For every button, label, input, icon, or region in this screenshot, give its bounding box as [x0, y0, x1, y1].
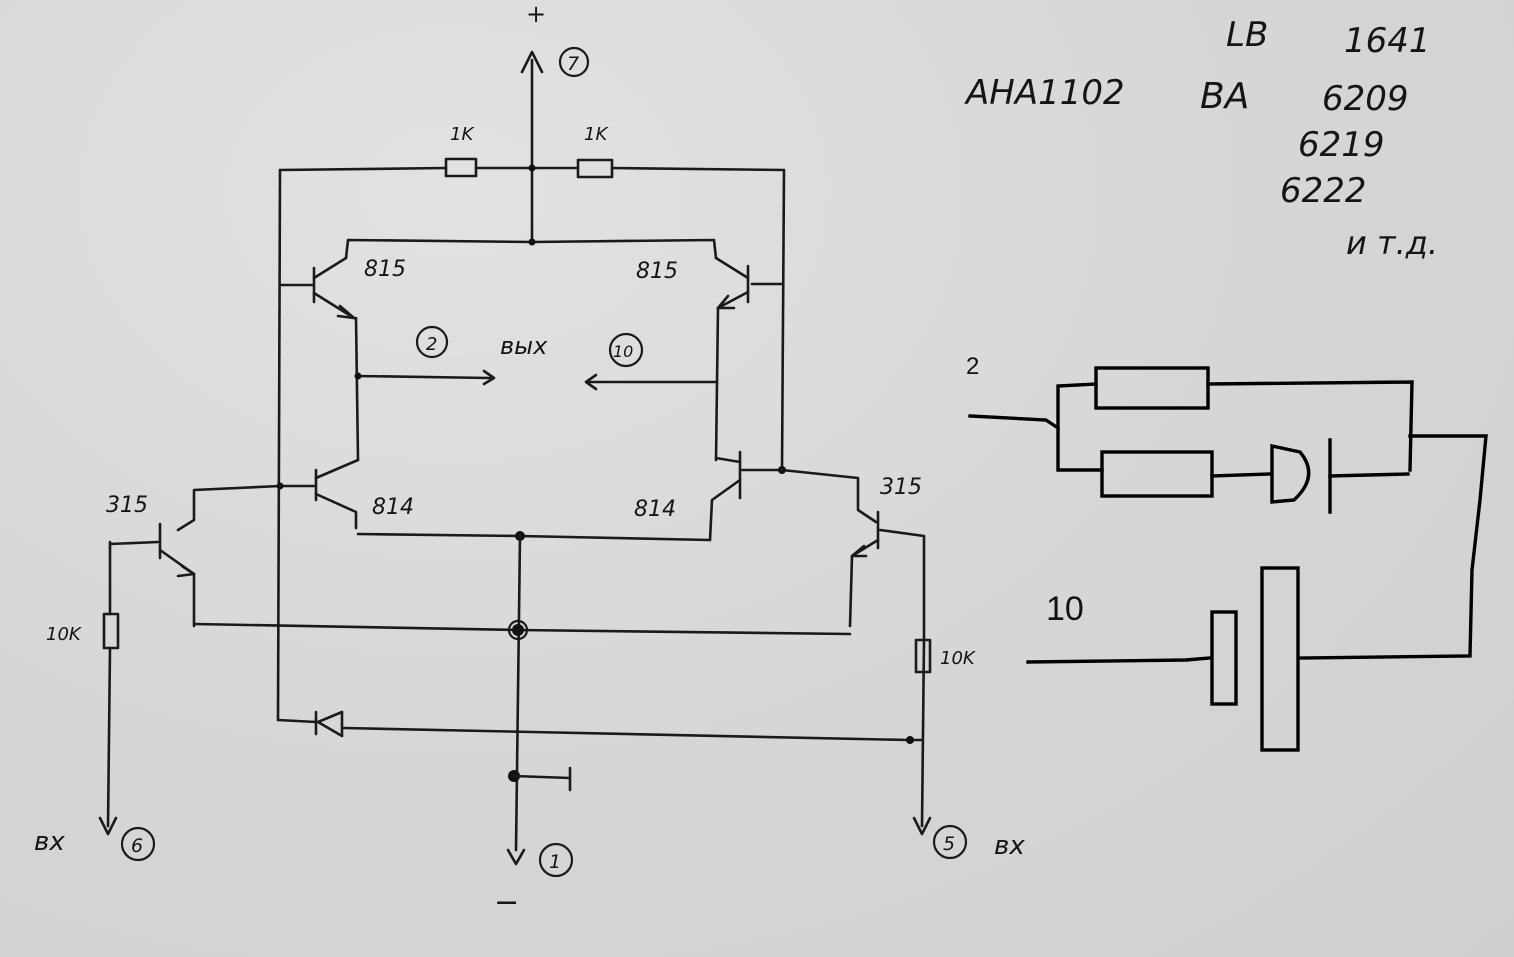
resistor-10k-right-label: 10K — [940, 648, 976, 669]
ground-arrow-icon — [506, 848, 526, 866]
junction-ring — [507, 619, 529, 641]
overlay-capacitor-large-plate — [1260, 566, 1300, 752]
pin-10-circle — [608, 332, 644, 368]
note-line2-b: ВА — [1200, 76, 1249, 117]
left-rail-wire — [276, 168, 282, 722]
top-rail-wire — [278, 166, 786, 172]
overlay-lead-10 — [1026, 656, 1212, 664]
note-line1-b: LB — [1226, 15, 1268, 55]
overlay-resistor-lower — [1100, 450, 1214, 498]
right-rail-wire — [780, 168, 786, 472]
transistor-315-right — [780, 468, 926, 642]
note-line5: и т.д. — [1346, 224, 1438, 262]
pin-2-circle — [415, 325, 449, 359]
overlay-lead-2 — [968, 382, 1098, 432]
output-label: вых — [500, 332, 548, 360]
transistor-814-lower-right — [708, 450, 784, 542]
output-left-arrow-icon — [482, 369, 496, 386]
input-right-label: вх — [994, 831, 1025, 861]
transistor-815-upper-left — [278, 256, 356, 320]
output-right-wire — [586, 306, 720, 462]
junction-dot — [354, 372, 362, 380]
transistor-315-left-label: 315 — [106, 493, 148, 518]
pin-1-circle — [538, 842, 574, 878]
resistor-1k-left — [444, 157, 478, 178]
resistor-1k-right — [576, 158, 614, 179]
note-line2-a: АНА1102 — [964, 73, 1125, 113]
diode-icon — [314, 710, 344, 738]
junction-dot — [512, 624, 524, 636]
input-left-arrow-icon — [98, 816, 118, 836]
diode-link-wire — [276, 718, 924, 742]
supply-minus-label: − — [494, 885, 519, 920]
input-left-label: вх — [34, 827, 65, 857]
overlay-wire-lower-left — [1056, 426, 1104, 472]
note-line1-c: 1641 — [1344, 21, 1431, 61]
transistor-815-upper-right-label: 815 — [636, 259, 678, 284]
overlay-wire-return — [1298, 434, 1488, 660]
input-right-wire — [920, 638, 926, 828]
pin-1-label: 1 — [549, 851, 561, 873]
lower-emitter-bus — [356, 532, 712, 542]
transistor-815-upper-right — [714, 256, 784, 310]
ground-wire — [514, 534, 522, 852]
transistor-814-lower-left — [278, 458, 360, 530]
typed-pin-2-label: 2 — [966, 353, 979, 380]
junction-dot — [528, 164, 536, 172]
pin-6-circle — [120, 826, 156, 862]
h-bridge-circuit: + 7 1K 1K 815 — [34, 0, 1025, 920]
pin-6-label: 6 — [131, 835, 143, 857]
overlay-diode-icon — [1270, 438, 1332, 514]
transistor-814-lower-right-label: 814 — [634, 497, 676, 522]
note-line3: 6219 — [1298, 125, 1385, 165]
supply-arrow-icon — [520, 50, 544, 74]
transistor-814-lower-left-label: 814 — [372, 495, 414, 520]
transistor-815-upper-left-label: 815 — [364, 257, 406, 282]
overlay-wire-lower-right — [1328, 472, 1410, 478]
ground-tap-wire — [512, 766, 572, 792]
junction-dot — [906, 736, 914, 744]
pin-7-label: 7 — [567, 53, 579, 75]
resistor-1k-left-label: 1K — [450, 124, 474, 145]
pin-7-circle — [558, 46, 590, 78]
overlay-wire-upper — [1206, 380, 1414, 472]
resistor-10k-left-label: 10K — [46, 624, 82, 645]
transistor-315-right-label: 315 — [880, 475, 922, 500]
pin-5-label: 5 — [943, 833, 955, 855]
input-left-wire — [106, 540, 112, 828]
overlay-resistor-upper — [1094, 366, 1210, 410]
input-right-arrow-icon — [912, 816, 932, 836]
typed-pin-10-label: 10 — [1046, 590, 1084, 628]
note-line2-c: 6209 — [1322, 79, 1409, 119]
output-right-arrow-icon — [584, 373, 598, 391]
pin-5-circle — [932, 824, 968, 860]
junction-dot — [528, 238, 536, 246]
resistor-1k-right-label: 1K — [584, 124, 608, 145]
part-number-notes: LB 1641 АНА1102 ВА 6209 6219 6222 и т.д. — [964, 15, 1438, 262]
supply-plus-label: + — [526, 0, 546, 28]
overlay-capacitor-small-plate — [1210, 610, 1238, 706]
resistor-10k-left — [102, 612, 120, 650]
overlay-wire-lower-mid — [1210, 472, 1272, 478]
note-line4: 6222 — [1280, 171, 1367, 211]
pin-10-label: 10 — [613, 342, 633, 361]
resistor-10k-right — [914, 638, 932, 674]
output-left-wire — [354, 316, 492, 462]
pin-2-label: 2 — [426, 334, 437, 355]
transistor-315-left — [108, 484, 282, 628]
digital-overlay-circuit: 2 10 — [966, 353, 1488, 752]
